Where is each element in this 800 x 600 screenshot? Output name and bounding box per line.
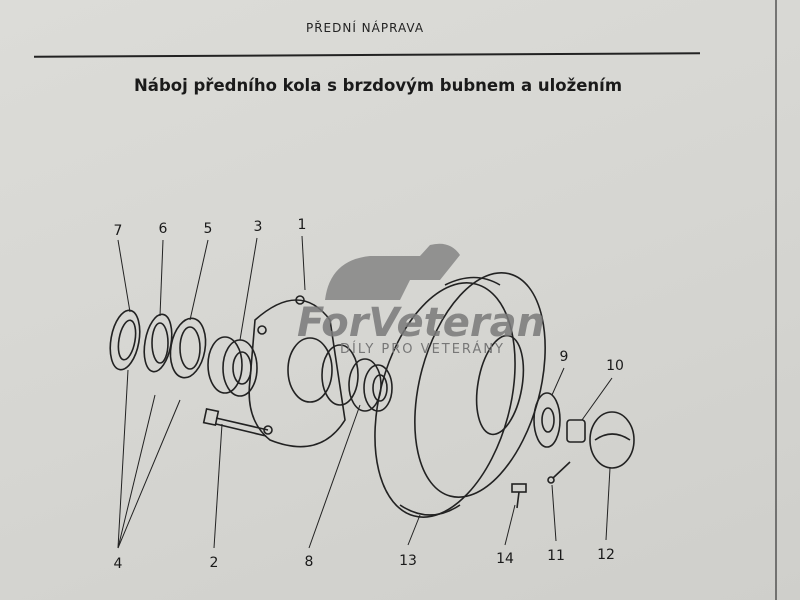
part-5-seal xyxy=(169,317,207,379)
page-edge xyxy=(775,0,777,600)
label-12: 12 xyxy=(597,547,615,563)
watermark-logo: ForVeteran DÍLY PRO VETERÁNY xyxy=(297,243,545,357)
label-13: 13 xyxy=(399,553,417,569)
watermark-tagline: DÍLY PRO VETERÁNY xyxy=(340,341,505,357)
label-5: 5 xyxy=(204,221,213,237)
section-header: PŘEDNÍ NÁPRAVA xyxy=(305,21,425,35)
label-4: 4 xyxy=(114,556,123,572)
label-8: 8 xyxy=(305,554,314,570)
label-7: 7 xyxy=(114,223,123,239)
part-7-nut xyxy=(109,309,141,371)
label-14: 14 xyxy=(496,551,514,567)
part-9-washer xyxy=(533,392,561,448)
part-3-bearing xyxy=(207,336,258,397)
page-title: Náboj předního kola s brzdovým bubnem a … xyxy=(134,76,623,95)
part-14-screw xyxy=(511,483,527,509)
label-10: 10 xyxy=(606,358,624,374)
label-6: 6 xyxy=(159,221,168,237)
part-6-washer xyxy=(143,313,173,373)
label-3: 3 xyxy=(254,219,263,235)
part-1-hub xyxy=(248,295,359,448)
label-9: 9 xyxy=(560,349,569,365)
leader-lines xyxy=(117,235,613,549)
watermark-brand: ForVeteran xyxy=(297,300,545,346)
part-11-pin xyxy=(547,461,571,484)
part-12-cap xyxy=(589,411,635,469)
label-11: 11 xyxy=(547,548,565,564)
part-8-bearing xyxy=(348,358,393,412)
label-2: 2 xyxy=(210,555,219,571)
part-2-bolt xyxy=(202,407,269,437)
part-10-nut xyxy=(566,419,586,443)
label-1: 1 xyxy=(298,217,307,233)
